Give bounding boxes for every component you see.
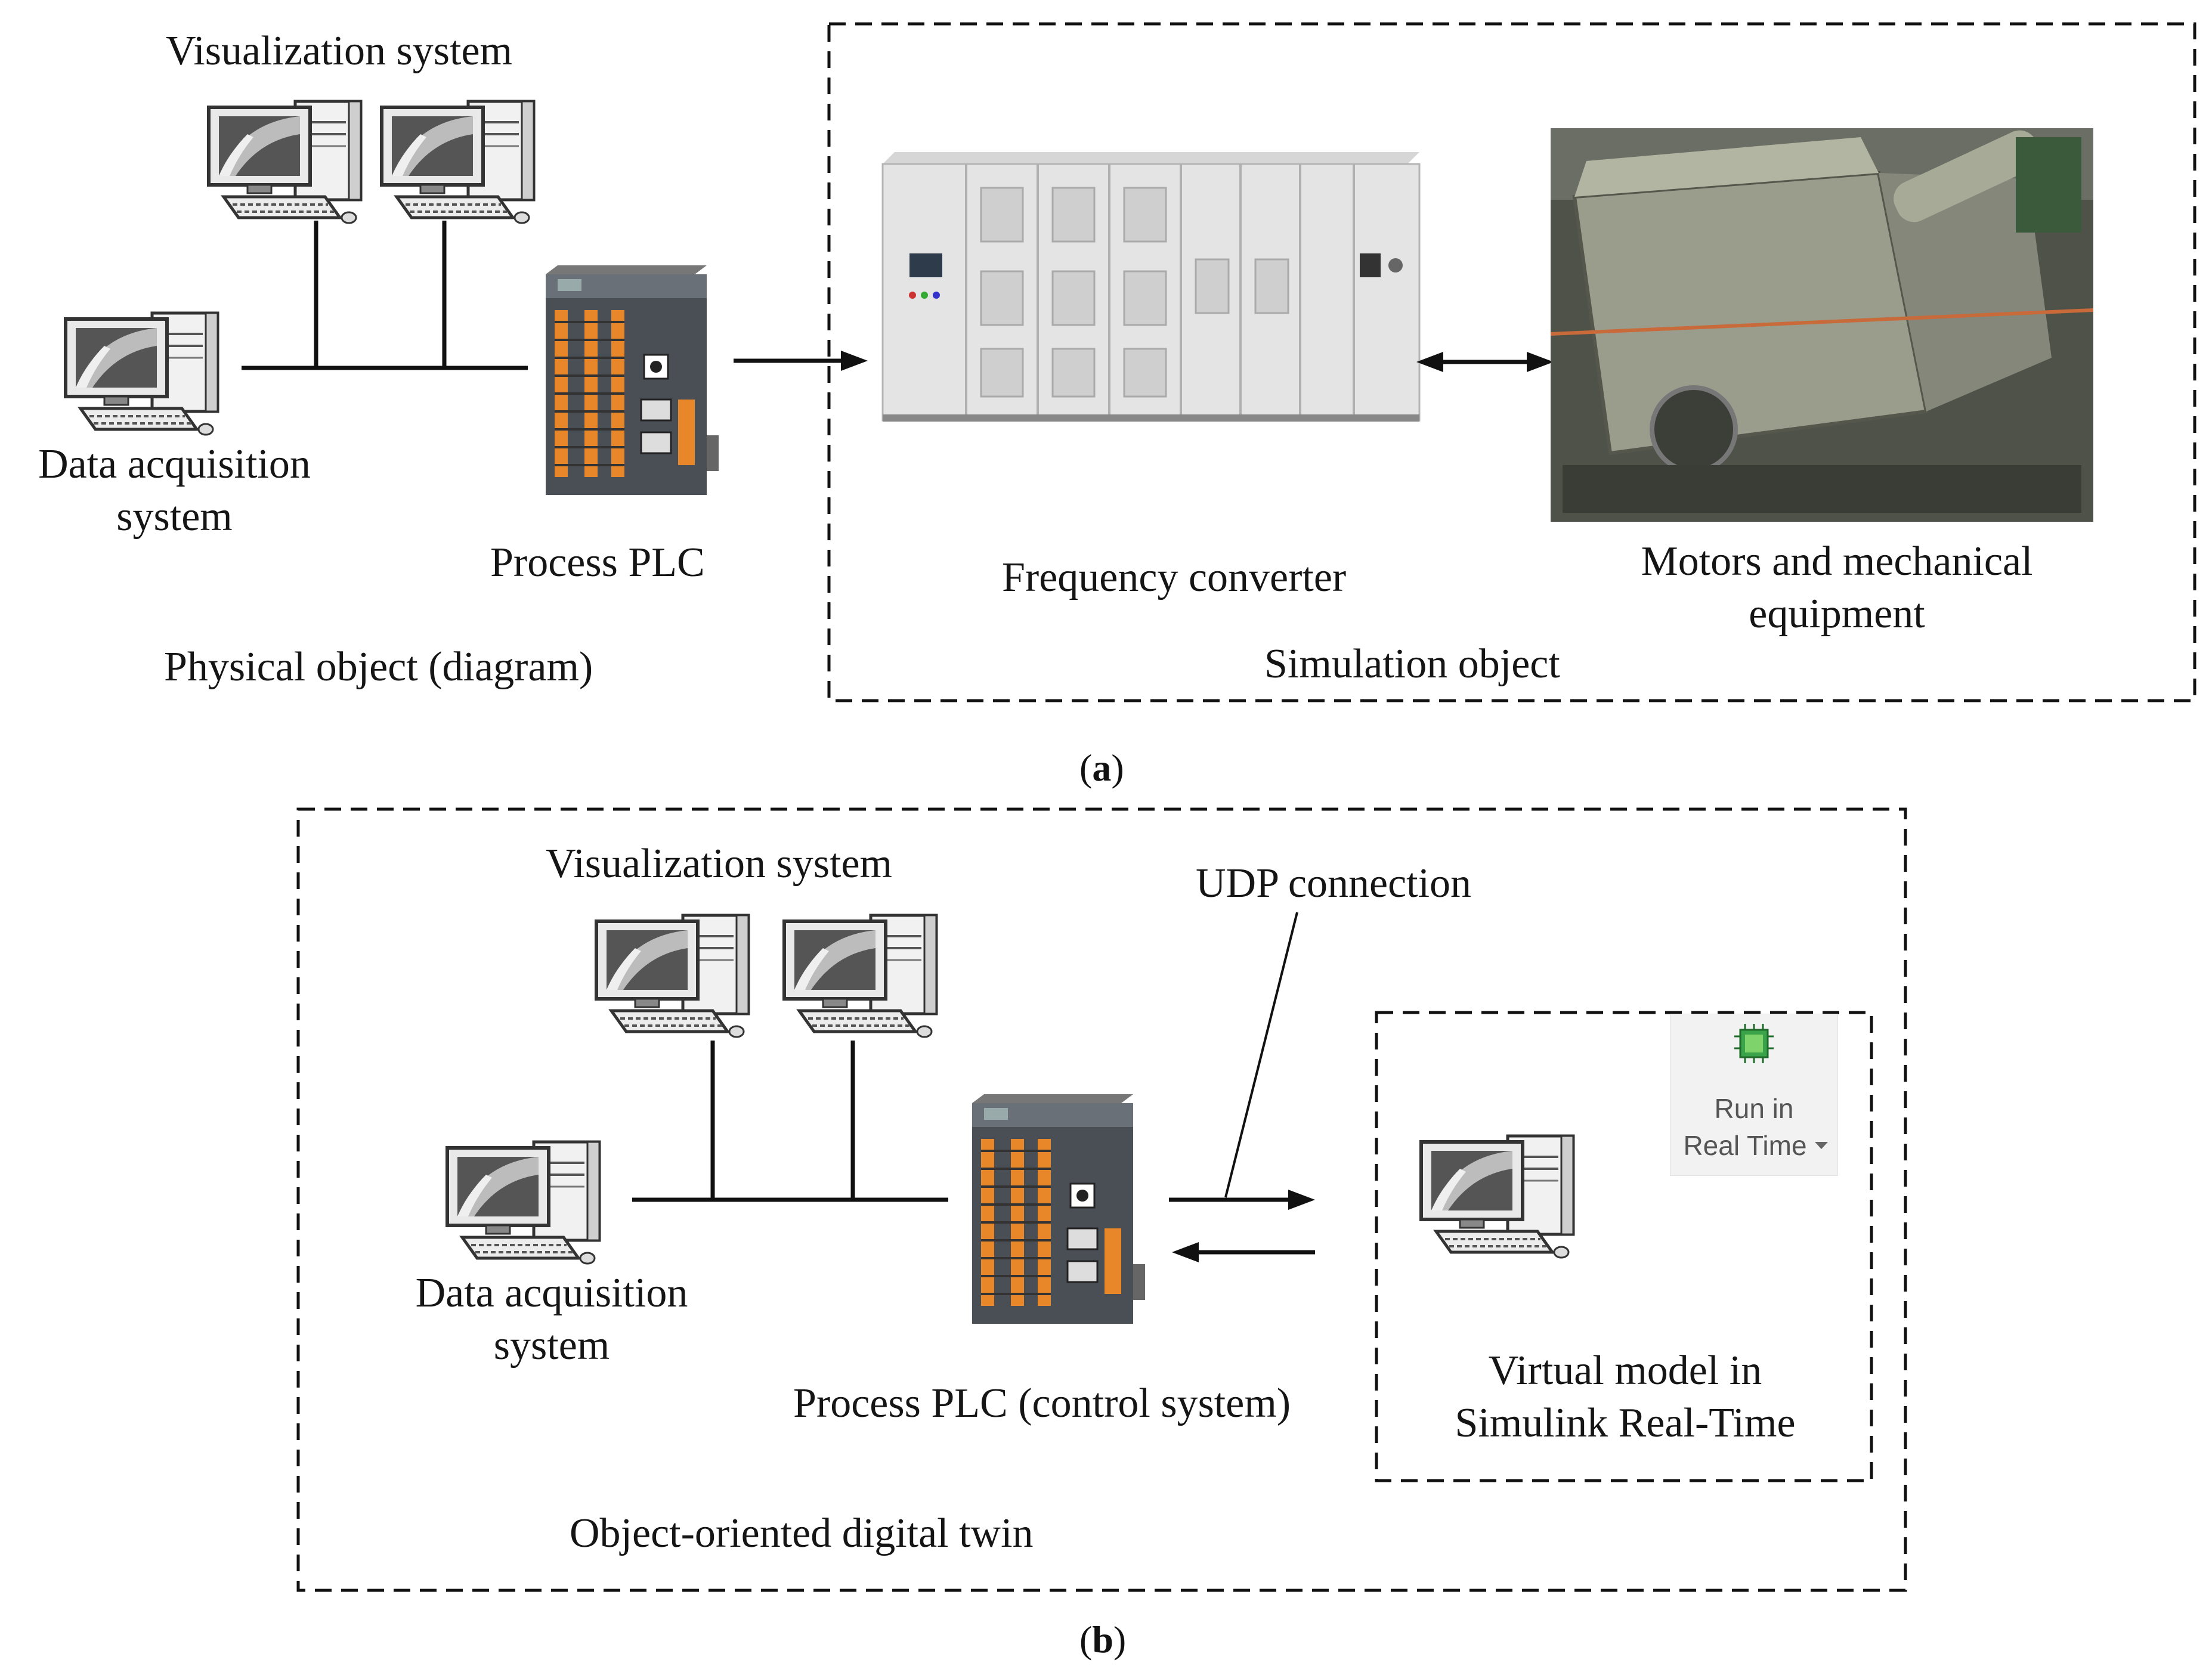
caption-paren: ) bbox=[1113, 1618, 1127, 1661]
network-lines-a bbox=[242, 221, 528, 370]
chip-icon bbox=[1734, 1024, 1774, 1063]
process-plc-label-a: Process PLC bbox=[490, 540, 705, 586]
arrowhead bbox=[1288, 1190, 1315, 1210]
plc-icon bbox=[545, 264, 720, 496]
computer-icon bbox=[382, 101, 534, 223]
arrowhead bbox=[1527, 352, 1554, 372]
label-line: Data acquisition bbox=[415, 1270, 688, 1316]
caption-paren: ( bbox=[1079, 747, 1093, 789]
label-line: Data acquisition bbox=[38, 441, 311, 487]
label-line: Simulink Real-Time bbox=[1455, 1400, 1796, 1446]
computer-icon bbox=[1421, 1136, 1573, 1258]
arrowhead bbox=[841, 351, 868, 371]
simulation-object-label: Simulation object bbox=[1264, 641, 1560, 687]
frequency-converter-image bbox=[881, 151, 1421, 423]
udp-pointer-line bbox=[1224, 912, 1298, 1198]
computer-icon bbox=[784, 915, 936, 1037]
frequency-converter-label: Frequency converter bbox=[1002, 555, 1347, 600]
udp-connection-label: UDP connection bbox=[1196, 860, 1472, 906]
digital-twin-frame bbox=[296, 807, 1907, 1592]
motor-equipment-image bbox=[1550, 128, 2094, 522]
arrowhead bbox=[1416, 352, 1443, 372]
run-button-line1: Run in bbox=[1714, 1093, 1794, 1124]
computer-icon bbox=[209, 101, 361, 223]
run-in-real-time-button[interactable]: Run in Real Time bbox=[1670, 1014, 1838, 1176]
caption-paren: ( bbox=[1079, 1618, 1093, 1661]
digital-twin-label: Object-oriented digital twin bbox=[570, 1510, 1034, 1556]
network-lines-b bbox=[632, 1041, 948, 1202]
run-button-line2: Real Time bbox=[1683, 1130, 1807, 1161]
dropdown-arrow-icon bbox=[1815, 1142, 1828, 1149]
label-line: Virtual model in bbox=[1488, 1348, 1762, 1394]
process-plc-control-label: Process PLC (control system) bbox=[793, 1380, 1291, 1426]
data-acquisition-label-b: Data acquisition system bbox=[382, 1267, 722, 1372]
plc-icon bbox=[971, 1093, 1146, 1325]
visualization-system-label-b: Visualization system bbox=[546, 841, 892, 887]
visualization-system-label-a: Visualization system bbox=[166, 28, 512, 74]
motors-equipment-label: Motors and mechanical equipment bbox=[1586, 535, 2087, 640]
caption-letter: a bbox=[1092, 747, 1112, 789]
label-line: equipment bbox=[1749, 591, 1925, 637]
caption-paren: ) bbox=[1111, 747, 1124, 789]
caption-letter: b bbox=[1092, 1618, 1113, 1661]
computer-icon bbox=[66, 313, 218, 435]
arrowhead bbox=[1172, 1242, 1199, 1262]
virtual-model-frame bbox=[1375, 1011, 1873, 1482]
label-line: system bbox=[493, 1323, 610, 1369]
panel-b-caption: (b) bbox=[1079, 1616, 1126, 1664]
panel-a-caption: (a) bbox=[1079, 744, 1124, 792]
computer-icon bbox=[447, 1142, 599, 1264]
label-line: Motors and mechanical bbox=[1641, 538, 2033, 584]
data-acquisition-label-a: Data acquisition system bbox=[12, 438, 337, 543]
computer-icon bbox=[596, 915, 748, 1037]
simulation-object-frame bbox=[827, 22, 2196, 702]
physical-object-label: Physical object (diagram) bbox=[164, 644, 593, 690]
virtual-model-label: Virtual model in Simulink Real-Time bbox=[1419, 1345, 1831, 1450]
label-line: system bbox=[116, 494, 233, 540]
